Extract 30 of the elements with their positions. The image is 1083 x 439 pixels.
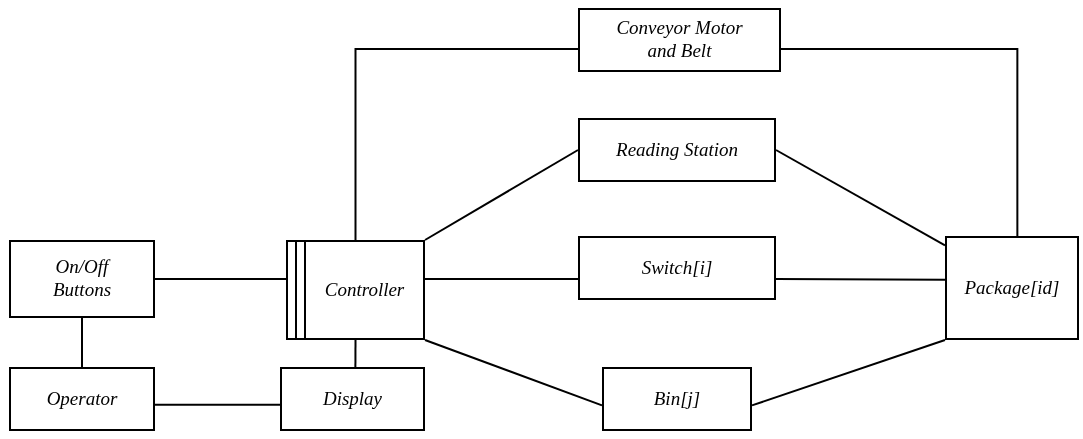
connector-line (424, 277, 579, 280)
component-box (945, 236, 1079, 340)
component-label: Conveyor Motor and Belt (616, 17, 743, 63)
component-label: Controller (324, 278, 405, 302)
component-box (286, 240, 425, 340)
connector-line (775, 277, 946, 281)
component-box (280, 367, 425, 431)
component-box (602, 367, 752, 431)
connector-line (775, 149, 946, 247)
component-box (578, 118, 776, 182)
connector-line (154, 403, 281, 406)
connector-line (424, 149, 579, 241)
component-label: Bin[j] (653, 387, 701, 411)
component-label: Display (322, 387, 383, 411)
component-label: Reading Station (616, 138, 738, 162)
component-box (9, 240, 155, 318)
component-box (578, 8, 781, 72)
component-label: Package[id] (964, 276, 1060, 300)
connector-line (154, 278, 287, 280)
connector-line (424, 339, 603, 407)
component-label: On/Off Buttons (51, 256, 113, 302)
component-label: Operator (46, 387, 118, 411)
connector-line (751, 339, 946, 407)
component-box (578, 236, 776, 300)
connector-line (354, 47, 579, 241)
connector-line (780, 47, 1019, 237)
connector-line (354, 339, 357, 368)
component-label: Switch[i] (641, 256, 713, 280)
component-box (9, 367, 155, 431)
connector-line (81, 317, 83, 368)
